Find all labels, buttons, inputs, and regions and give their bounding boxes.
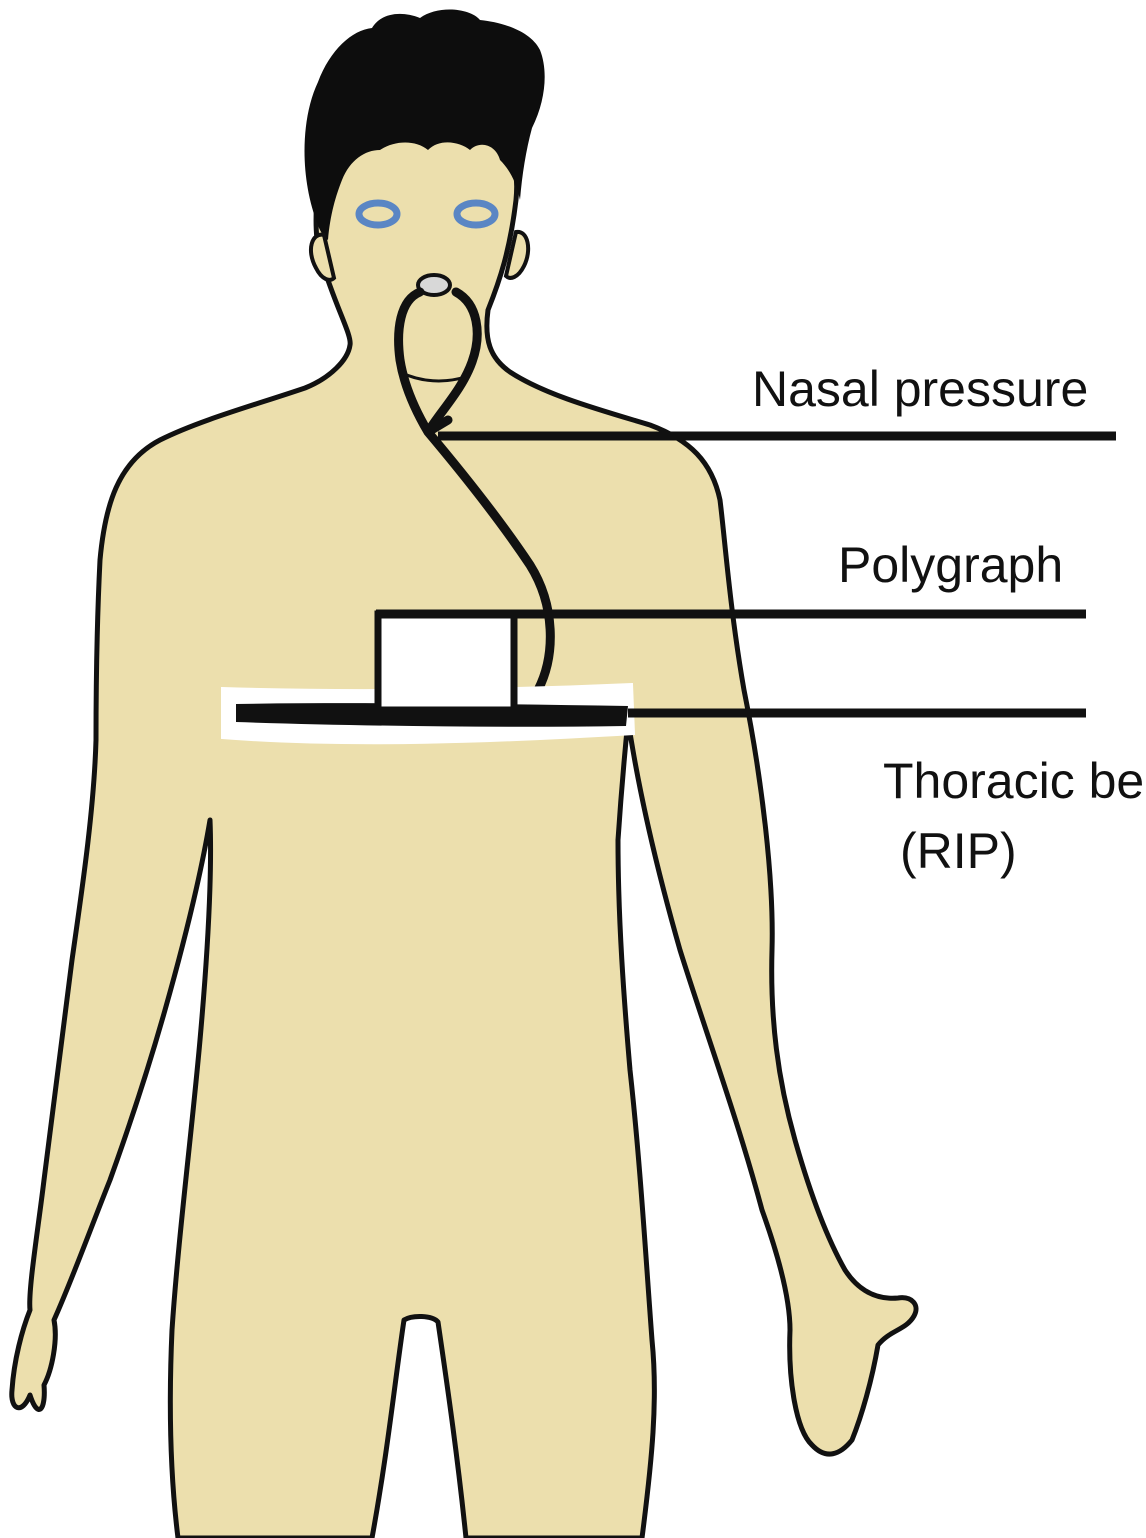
thoracic-belt-label: Thoracic be [883,756,1144,806]
polygraph-label: Polygraph [838,540,1063,590]
thoracic-belt-rip-label: (RIP) [900,826,1017,876]
body-silhouette [12,94,916,1538]
nasal-pressure-label: Nasal pressure [752,364,1088,414]
polygraph-device [378,614,514,710]
